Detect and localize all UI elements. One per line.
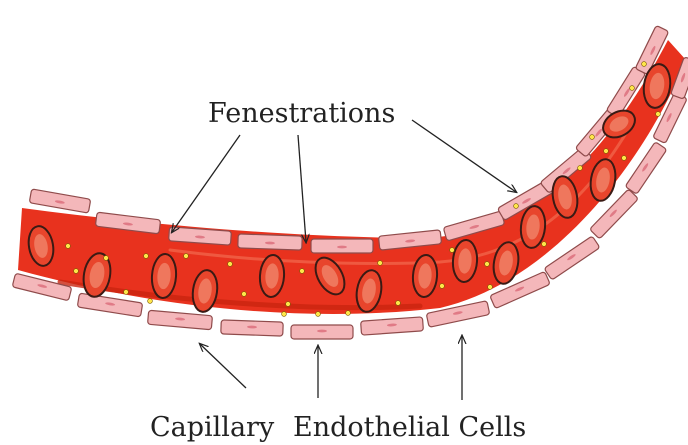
endothelial-cell <box>221 320 283 336</box>
endothelial-cell <box>361 317 424 335</box>
plasma-particle <box>378 261 383 266</box>
fenestrations-label: Fenestrations <box>208 98 395 129</box>
plasma-particle <box>578 166 583 171</box>
plasma-particle <box>604 149 609 154</box>
endothelial-cell <box>311 239 373 253</box>
plasma-particle <box>74 269 79 274</box>
plasma-particle <box>242 292 247 297</box>
capillary-vessel <box>18 40 686 314</box>
endothelial-cell <box>29 189 91 213</box>
fenestration-arrow-middle <box>298 135 306 242</box>
plasma-particle <box>485 262 490 267</box>
plasma-particle <box>144 254 149 259</box>
plasma-particle <box>300 269 305 274</box>
plasma-particle <box>66 244 71 249</box>
plasma-particle <box>396 301 401 306</box>
plasma-particle <box>346 311 351 316</box>
cell-nucleus <box>337 246 347 249</box>
plasma-particle <box>316 312 321 317</box>
vessel-lumen <box>18 40 686 314</box>
plasma-particle <box>630 86 635 91</box>
plasma-particle <box>590 135 595 140</box>
endothelial-cell <box>238 234 302 250</box>
fenestration-arrow-left <box>172 135 240 232</box>
plasma-particle <box>104 256 109 261</box>
endothelial-cells-label: Endothelial Cells <box>293 412 526 443</box>
endothelial-arrow-left <box>200 344 246 388</box>
endothelial-cell <box>148 310 213 330</box>
fenestration-arrow-right <box>412 120 516 192</box>
plasma-particle <box>184 254 189 259</box>
plasma-particle <box>282 312 287 317</box>
plasma-particle <box>228 262 233 267</box>
plasma-particle <box>542 242 547 247</box>
plasma-particle <box>488 285 493 290</box>
plasma-particle <box>124 290 129 295</box>
plasma-particle <box>622 156 627 161</box>
plasma-particle <box>642 62 647 67</box>
plasma-particle <box>286 302 291 307</box>
capillary-label: Capillary <box>150 412 275 443</box>
endothelial-cell <box>291 325 353 339</box>
plasma-particle <box>514 204 519 209</box>
plasma-particle <box>148 299 153 304</box>
plasma-particle <box>656 112 661 117</box>
cell-nucleus <box>317 330 327 333</box>
endothelial-cell <box>77 293 142 317</box>
plasma-particle <box>440 284 445 289</box>
plasma-particle <box>450 248 455 253</box>
